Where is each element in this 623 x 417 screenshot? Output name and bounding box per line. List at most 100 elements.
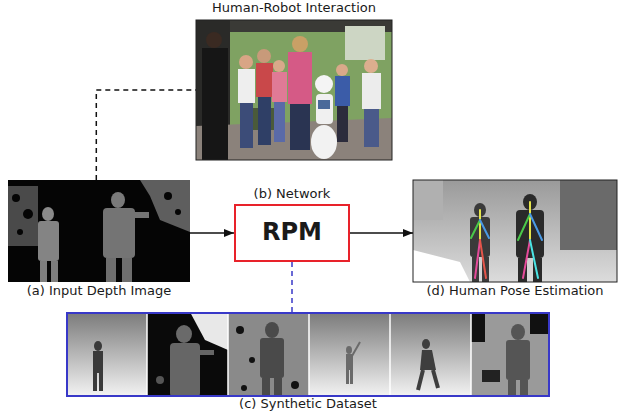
illustration-part: [523, 240, 530, 278]
illustration-part: [350, 370, 353, 384]
illustration-part: [390, 312, 471, 397]
illustration-part: [471, 202, 542, 278]
illustration-part: [413, 180, 443, 220]
illustration-part: [389, 312, 391, 397]
illustration-part: [318, 100, 330, 109]
illustration-part: [316, 94, 333, 124]
illustration-part: [238, 69, 255, 103]
illustration-part: [309, 312, 390, 397]
illustration-part: [176, 325, 192, 343]
illustration-part: [470, 312, 472, 397]
illustration-part: [335, 76, 350, 106]
illustration-part: [99, 373, 103, 391]
illustration-part: [433, 370, 438, 388]
illustration-part: [315, 75, 333, 93]
illustration-part: [506, 340, 530, 380]
illustration-part: [257, 49, 271, 63]
illustration-part: [206, 32, 222, 48]
illustration-part: [560, 180, 617, 250]
illustration-part: [66, 312, 147, 397]
illustration-part: [170, 343, 200, 397]
illustration-part: [146, 312, 148, 397]
illustration-part: [240, 103, 253, 148]
illustration-part: [111, 192, 125, 208]
flow-arrow: [190, 232, 234, 234]
illustration-part: [422, 339, 430, 349]
dataset-panel: (c) Synthetic Dataset: [66, 312, 550, 397]
network-box: (b) NetworkRPM: [234, 204, 350, 262]
illustration-part: [147, 312, 471, 397]
illustration-part: [346, 354, 353, 370]
image-panel: (d) Human Pose Estimation: [413, 180, 617, 282]
illustration-part: [471, 312, 485, 342]
illustration-part: [93, 351, 103, 373]
illustration-part: [336, 64, 348, 76]
illustration-part: [413, 180, 617, 282]
illustration-part: [256, 63, 273, 97]
photo-frame: [196, 20, 392, 160]
illustration-part: [260, 338, 284, 378]
illustration-part: [352, 342, 360, 356]
illustration-part: [23, 209, 33, 219]
illustration-part: [346, 370, 349, 384]
illustration-part: [346, 346, 352, 354]
illustration-part: [227, 312, 229, 397]
illustration-part: [51, 261, 58, 282]
illustration-part: [202, 48, 228, 160]
illustration-part: [511, 324, 525, 340]
flow-arrow: [350, 232, 413, 234]
illustration-part: [337, 106, 348, 142]
illustration-part: [196, 20, 392, 160]
illustration-part: [480, 220, 489, 238]
illustration-part: [228, 312, 309, 397]
illustration-part: [236, 326, 244, 334]
dashed-link: [291, 262, 293, 312]
illustration-part: [93, 373, 97, 391]
image-panel: (a) Input Depth Image: [8, 180, 190, 282]
illustration-part: [200, 350, 214, 355]
illustration-part: [529, 202, 531, 240]
illustration-part: [147, 312, 228, 397]
illustration-part: [420, 350, 436, 370]
illustration-part: [362, 73, 381, 109]
illustration-part: [482, 370, 500, 382]
illustration-part: [274, 378, 282, 397]
illustration-part: [508, 380, 516, 397]
illustration-part: [292, 36, 308, 52]
illustration-part: [471, 312, 550, 397]
illustration-part: [364, 59, 378, 73]
illustration-part: [480, 240, 486, 278]
illustration-part: [262, 378, 270, 397]
illustration-part: [17, 229, 23, 235]
panel-caption: (b) Network: [254, 187, 331, 202]
illustration-part: [272, 72, 287, 102]
panel-caption: Human-Robot Interaction: [212, 1, 376, 16]
illustration-part: [345, 26, 385, 60]
panel-caption: (c) Synthetic Dataset: [239, 397, 377, 412]
illustration-part: [288, 52, 312, 104]
illustration-part: [164, 192, 172, 200]
illustration-part: [249, 357, 255, 363]
illustration-part: [42, 207, 54, 221]
illustration-part: [520, 380, 528, 397]
illustration-part: [239, 55, 253, 69]
illustration-part: [518, 214, 530, 240]
illustration-part: [308, 312, 310, 397]
illustration-part: [8, 180, 190, 282]
illustration-part: [274, 102, 285, 142]
hri-photo: [196, 20, 392, 160]
illustration-part: [175, 209, 181, 215]
illustration-part: [311, 125, 337, 159]
synthetic-thumbnails: [66, 312, 550, 397]
illustration-part: [241, 385, 247, 391]
illustration-part: [12, 194, 20, 202]
illustration-part: [530, 214, 542, 240]
illustration-part: [530, 312, 550, 334]
illustration-part: [133, 212, 149, 218]
pose-frame: [413, 180, 617, 282]
illustration-part: [475, 240, 480, 278]
illustration-part: [156, 376, 164, 384]
panel-caption: (a) Input Depth Image: [27, 284, 171, 299]
panel-caption: (d) Human Pose Estimation: [426, 284, 603, 299]
